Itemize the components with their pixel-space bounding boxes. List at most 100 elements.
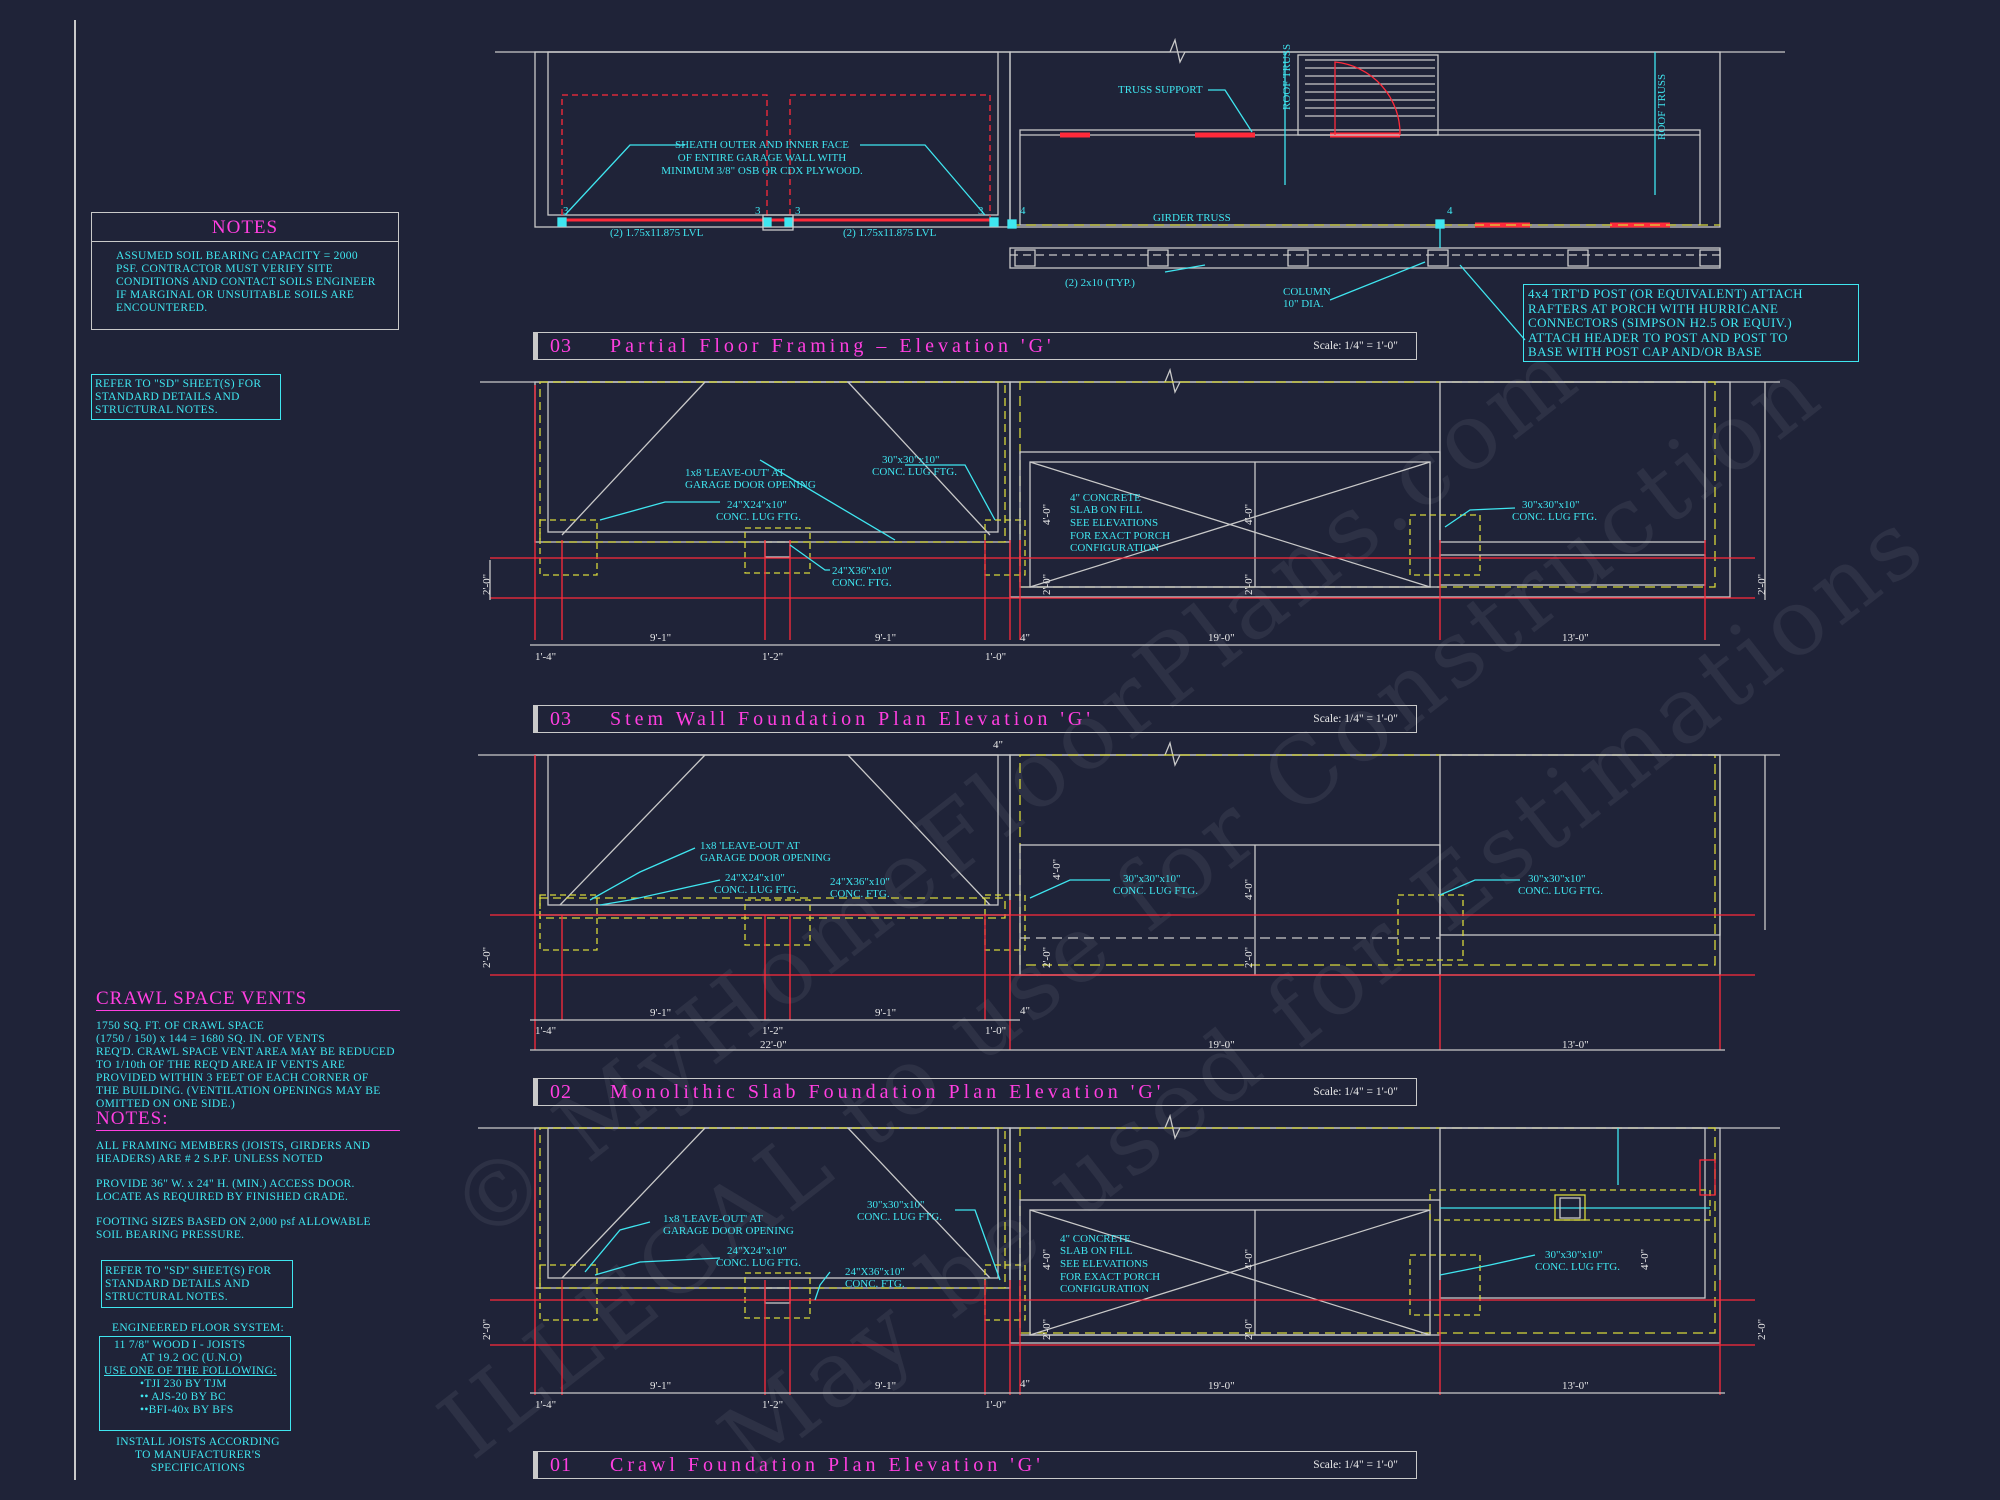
crawl-lug30b-1: 30"x30"x10" bbox=[1545, 1249, 1602, 1261]
mono-dim-4in: 4" bbox=[1020, 1005, 1030, 1017]
engineered-line: USE ONE OF THE FOLLOWING: bbox=[104, 1365, 277, 1377]
stem-slab-2: SLAB ON FILL bbox=[1070, 504, 1143, 516]
stem-leave-out-2: GARAGE DOOR OPENING bbox=[685, 479, 816, 491]
stem-lug24-1: 24"X24"x10" bbox=[727, 499, 787, 511]
crawl-lug30a-1: 30"x30"x10" bbox=[867, 1199, 924, 1211]
bearing-mark-3: 3 bbox=[795, 205, 801, 217]
plan-crawl bbox=[478, 1113, 1780, 1395]
lvl-right-label: (2) 1.75x11.875 LVL bbox=[843, 227, 937, 239]
bearing-mark-2: 3 bbox=[755, 205, 761, 217]
stem-dim-13: 13'-0" bbox=[1562, 632, 1589, 644]
mono-dim-2-0-b: 2'-0" bbox=[1243, 947, 1255, 968]
roof-truss-label-2: ROOF TRUSS bbox=[1656, 74, 1668, 140]
title-text: Crawl Foundation Plan Elevation 'G' bbox=[610, 1454, 1044, 1476]
notes2-line: FOOTING SIZES BASED ON 2,000 psf ALLOWAB… bbox=[96, 1216, 371, 1228]
notes-box-title: NOTES bbox=[92, 213, 398, 242]
stem-dim-4-0-a: 4'-0" bbox=[1041, 504, 1053, 525]
crawl-vents-line: PROVIDED WITHIN 3 FEET OF EACH CORNER OF bbox=[96, 1072, 369, 1084]
crawl-vents-title: CRAWL SPACE VENTS bbox=[96, 988, 400, 1011]
engineered-footer: INSTALL JOISTS ACCORDING TO MANUFACTURER… bbox=[90, 1436, 306, 1475]
crawl-vents-line: OMITTED ON ONE SIDE.) bbox=[96, 1098, 236, 1110]
sheath-note-line3: MINIMUM 3/8" OSB OR CDX PLYWOOD. bbox=[661, 165, 863, 177]
mono-dim-4-0-a: 4'-0" bbox=[1051, 859, 1063, 880]
crawl-dim-19: 19'-0" bbox=[1208, 1380, 1235, 1392]
stem-ftg-1: 24"X36"x10" bbox=[832, 565, 892, 577]
title-number: 03 bbox=[550, 708, 572, 730]
stem-dim-1-0: 1'-0" bbox=[985, 651, 1006, 663]
crawl-slab-5: CONFIGURATION bbox=[1060, 1283, 1149, 1295]
notes-box-line: IF MARGINAL OR UNSUITABLE SOILS ARE bbox=[116, 289, 355, 301]
crawl-dim-1-4: 1'-4" bbox=[535, 1399, 556, 1411]
crawl-slab-3: SEE ELEVATIONS bbox=[1060, 1258, 1148, 1270]
crawl-dim-2-0-left: 2'-0" bbox=[481, 1319, 493, 1340]
mono-lug30b-2: CONC. LUG FTG. bbox=[1518, 885, 1603, 897]
mono-dim-2-0-left: 2'-0" bbox=[481, 947, 493, 968]
title-bar-stem-wall: 03 Stem Wall Foundation Plan Elevation '… bbox=[533, 705, 1417, 733]
notes-box-line: PSF. CONTRACTOR MUST VERIFY SITE bbox=[116, 263, 333, 275]
mono-leave-out-2: GARAGE DOOR OPENING bbox=[700, 852, 831, 864]
post-note-line: 4x4 TRT'D POST (OR EQUIVALENT) ATTACH bbox=[1528, 286, 1803, 301]
notes2-line: PROVIDE 36" W. x 24" H. (MIN.) ACCESS DO… bbox=[96, 1178, 355, 1190]
stem-dim-2-0-right: 2'-0" bbox=[1756, 574, 1768, 595]
crawl-vents-line: TO 1/10th OF THE REQ'D AREA IF VENTS ARE bbox=[96, 1059, 346, 1071]
column-label-2: 10" DIA. bbox=[1283, 298, 1324, 310]
stem-dim-1-4: 1'-4" bbox=[535, 651, 556, 663]
mono-dim-9-1-a: 9'-1" bbox=[650, 1007, 671, 1019]
crawl-lug24-1: 24"X24"x10" bbox=[727, 1245, 787, 1257]
crawl-vents-line: 1750 SQ. FT. OF CRAWL SPACE bbox=[96, 1020, 265, 1032]
notes2-line: HEADERS) ARE # 2 S.P.F. UNLESS NOTED bbox=[96, 1153, 323, 1165]
crawl-ftg-2: CONC. FTG. bbox=[845, 1278, 905, 1290]
mono-lug30a-2: CONC. LUG FTG. bbox=[1113, 885, 1198, 897]
crawl-dim-2-0-right: 2'-0" bbox=[1756, 1319, 1768, 1340]
engineered-footer-line: TO MANUFACTURER'S SPECIFICATIONS bbox=[135, 1449, 261, 1474]
stem-dim-9-1-a: 9'-1" bbox=[650, 632, 671, 644]
crawl-dim-13: 13'-0" bbox=[1562, 1380, 1589, 1392]
notes2-line: ALL FRAMING MEMBERS (JOISTS, GIRDERS AND bbox=[96, 1140, 371, 1152]
bearing-mark-4: 3 bbox=[978, 205, 984, 217]
plan-floor-framing bbox=[495, 37, 1785, 341]
crawl-leave-out-1: 1x8 'LEAVE-OUT' AT bbox=[663, 1213, 763, 1225]
stem-dim-2-0-left: 2'-0" bbox=[481, 574, 493, 595]
notes2-title: NOTES: bbox=[96, 1108, 400, 1131]
mono-dim-13: 13'-0" bbox=[1562, 1039, 1589, 1051]
title-bar-monolithic-slab: 02 Monolithic Slab Foundation Plan Eleva… bbox=[533, 1078, 1417, 1106]
title-number: 02 bbox=[550, 1081, 572, 1103]
notes2-body: ALL FRAMING MEMBERS (JOISTS, GIRDERS AND… bbox=[96, 1140, 426, 1242]
post-note-line: RAFTERS AT PORCH WITH HURRICANE bbox=[1528, 300, 1779, 316]
mono-lug24-2: CONC. LUG FTG. bbox=[714, 884, 799, 896]
stem-lug30b-1: 30"x30"x10" bbox=[1522, 499, 1579, 511]
sheath-note-line2: OF ENTIRE GARAGE WALL WITH bbox=[678, 152, 846, 164]
crawl-slab-4: FOR EXACT PORCH bbox=[1060, 1271, 1160, 1283]
mono-dim-1-0: 1'-0" bbox=[985, 1025, 1006, 1037]
title-scale: Scale: 1/4" = 1'-0" bbox=[1313, 1086, 1398, 1098]
mono-ftg-2: CONC. FTG. bbox=[830, 888, 890, 900]
engineered-line: 11 7/8" WOOD I - JOISTS bbox=[114, 1339, 246, 1351]
stem-lug30b-2: CONC. LUG FTG. bbox=[1512, 511, 1597, 523]
crawl-leave-out-2: GARAGE DOOR OPENING bbox=[663, 1225, 794, 1237]
crawl-dim-1-2: 1'-2" bbox=[762, 1399, 783, 1411]
engineered-line: •TJI 230 BY TJM bbox=[140, 1378, 227, 1390]
post-note-line: BASE WITH POST CAP AND/OR BASE bbox=[1528, 344, 1762, 359]
refer-line: STANDARD DETAILS AND bbox=[105, 1278, 250, 1290]
girder-truss-label: GIRDER TRUSS bbox=[1153, 212, 1231, 224]
notes-box-line: ENCOUNTERED. bbox=[116, 302, 208, 314]
mono-dim-9-1-b: 9'-1" bbox=[875, 1007, 896, 1019]
mono-dim-19: 19'-0" bbox=[1208, 1039, 1235, 1051]
title-number: 03 bbox=[550, 335, 572, 357]
mono-dim-4-0-b: 4'-0" bbox=[1243, 879, 1255, 900]
stem-slab-5: CONFIGURATION bbox=[1070, 542, 1159, 554]
stem-dim-9-1-b: 9'-1" bbox=[875, 632, 896, 644]
crawl-ftg-1: 24"X36"x10" bbox=[845, 1266, 905, 1278]
mono-lug30a-1: 30"x30"x10" bbox=[1123, 873, 1180, 885]
title-bar-crawl: 01 Crawl Foundation Plan Elevation 'G' S… bbox=[533, 1451, 1417, 1479]
crawl-dim-9-1-a: 9'-1" bbox=[650, 1380, 671, 1392]
engineered-line: •• AJS-20 BY BC bbox=[140, 1391, 226, 1403]
sheath-note-line1: SHEATH OUTER AND INNER FACE bbox=[675, 139, 849, 151]
title-text: Partial Floor Framing – Elevation 'G' bbox=[610, 335, 1055, 357]
refer-line: REFER TO "SD" SHEET(S) FOR bbox=[95, 378, 262, 390]
bearing-mark-6: 4 bbox=[1447, 205, 1453, 217]
engineered-line: ••BFI-40x BY BFS bbox=[140, 1404, 234, 1416]
stem-slab-1: 4" CONCRETE bbox=[1070, 492, 1141, 504]
mono-lug24-1: 24"X24"x10" bbox=[725, 872, 785, 884]
title-scale: Scale: 1/4" = 1'-0" bbox=[1313, 340, 1398, 352]
